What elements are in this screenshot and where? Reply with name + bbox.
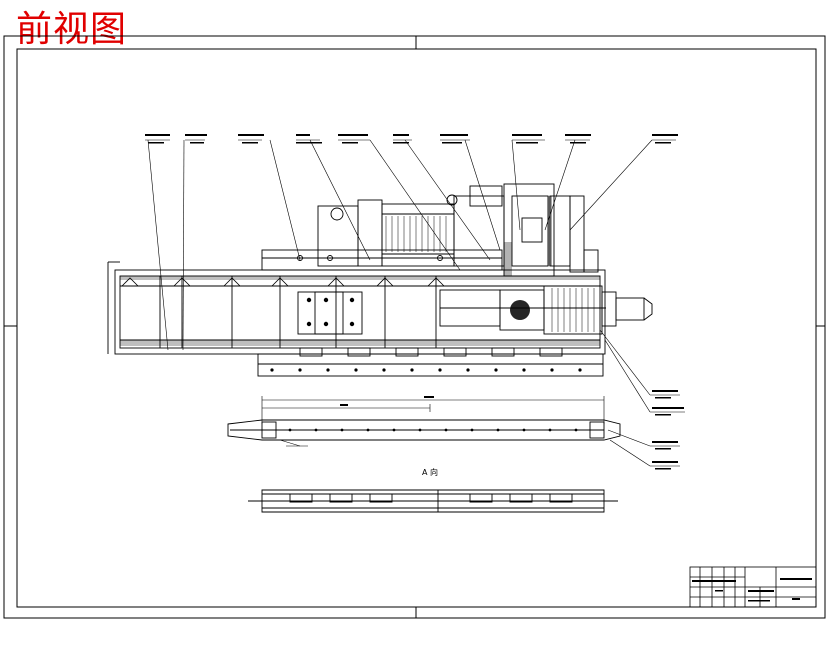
base-gussets xyxy=(121,277,445,287)
lower-guide-rail xyxy=(257,347,604,377)
bearing-lines xyxy=(551,288,595,332)
machine-base-frame xyxy=(107,261,606,355)
motor-fins xyxy=(385,216,447,252)
callout-text-blocks xyxy=(145,134,678,144)
drawing-frame xyxy=(3,35,826,619)
coupling-hub xyxy=(510,300,530,320)
title-block-text xyxy=(692,578,812,602)
dimension-text xyxy=(340,396,434,406)
section-a-rail xyxy=(248,489,618,513)
spindle-assembly xyxy=(439,285,653,335)
title-block xyxy=(689,566,817,608)
rail-end-leader xyxy=(279,439,308,447)
motor-body xyxy=(317,185,505,267)
rail-top-view xyxy=(227,419,621,441)
lower-callout-text xyxy=(652,390,684,470)
lower-callout-leaders xyxy=(599,329,685,467)
section-label: A 向 xyxy=(422,467,438,477)
callout-leaders xyxy=(145,139,676,351)
housing-hatch xyxy=(504,196,552,276)
rail-top-holes xyxy=(288,428,578,432)
rib-hatching xyxy=(120,276,600,346)
rail-bolts xyxy=(270,368,582,372)
bolt-plate xyxy=(297,291,363,335)
view-title: 前视图 xyxy=(16,9,128,50)
dimension-lines xyxy=(261,396,605,424)
gear-housing xyxy=(503,183,599,277)
